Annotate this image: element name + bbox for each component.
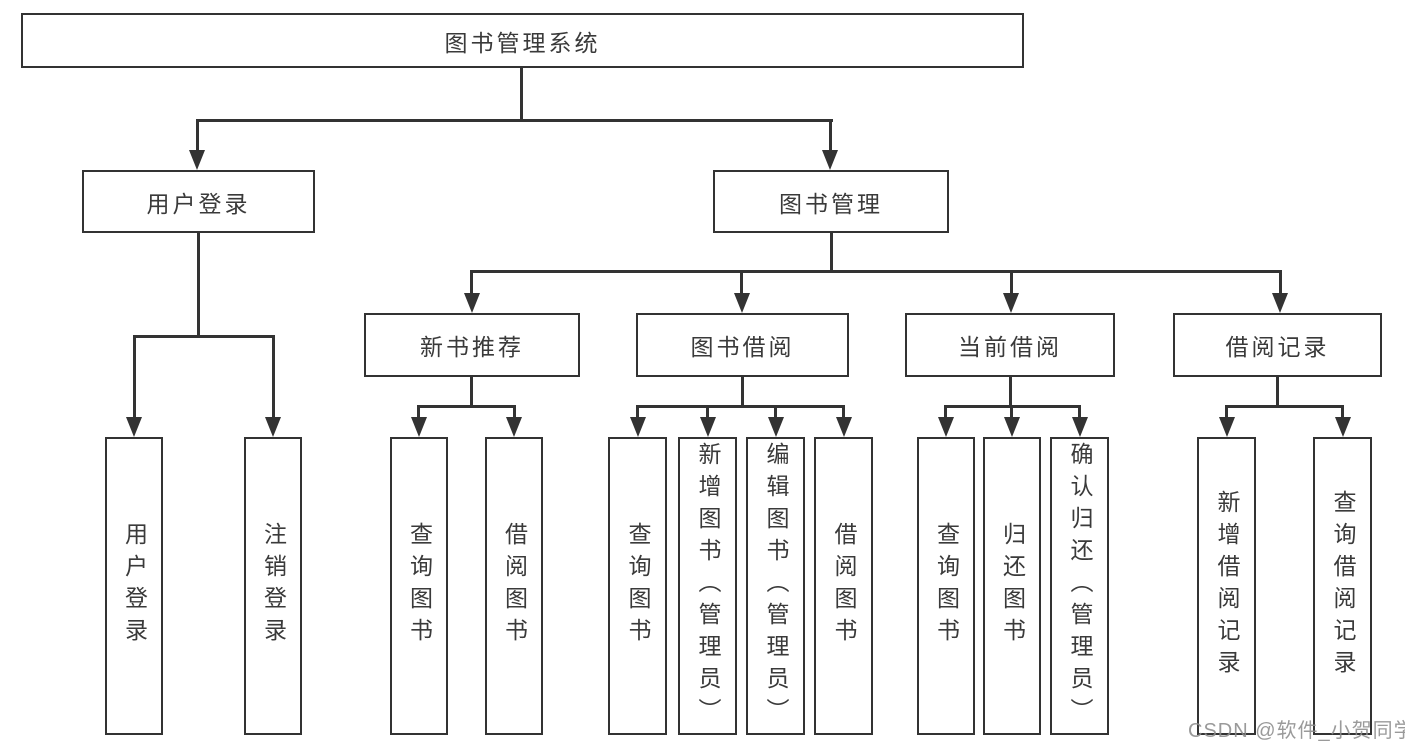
- arrowhead-down-icon: [1272, 293, 1288, 313]
- connector-line: [1010, 270, 1013, 295]
- connector-line: [829, 119, 832, 152]
- leaf-borrow-books-recommendation: 借阅图书: [485, 437, 543, 735]
- leaf-label: 用户登录: [121, 522, 148, 650]
- node-user-login: 用户登录: [82, 170, 315, 233]
- node-label: 新书推荐: [420, 334, 524, 360]
- arrowhead-down-icon: [734, 293, 750, 313]
- arrowhead-down-icon: [1335, 417, 1351, 437]
- node-book-management: 图书管理: [713, 170, 949, 233]
- arrowhead-down-icon: [1004, 417, 1020, 437]
- connector-line: [272, 335, 275, 419]
- watermark-text: CSDN @软件_小贺同学: [1188, 720, 1405, 742]
- leaf-query-borrow-record: 查询借阅记录: [1313, 437, 1372, 735]
- connector-line: [133, 335, 275, 338]
- arrowhead-down-icon: [464, 293, 480, 313]
- connector-line: [1341, 405, 1344, 419]
- node-current-borrowing: 当前借阅: [905, 313, 1115, 377]
- leaf-label: 新增借阅记录: [1214, 490, 1240, 682]
- connector-line: [417, 405, 420, 419]
- leaf-edit-book-admin: 编辑图书（管理员）: [746, 437, 805, 735]
- connector-line: [636, 405, 639, 419]
- arrowhead-down-icon: [265, 417, 281, 437]
- arrowhead-down-icon: [836, 417, 852, 437]
- connector-line: [944, 405, 947, 419]
- connector-line: [417, 405, 516, 408]
- connector-line: [470, 270, 473, 295]
- node-label: 图书管理: [779, 190, 883, 217]
- connector-line: [470, 270, 1282, 273]
- connector-line: [1078, 405, 1081, 419]
- leaf-confirm-return-admin: 确认归还（管理员）: [1050, 437, 1109, 735]
- leaf-add-borrow-record: 新增借阅记录: [1197, 437, 1256, 735]
- leaf-return-books: 归还图书: [983, 437, 1041, 735]
- leaf-query-books-recommendation: 查询图书: [390, 437, 448, 735]
- connector-line: [1225, 405, 1228, 419]
- leaf-query-books-current: 查询图书: [917, 437, 975, 735]
- connector-line: [842, 405, 845, 419]
- connector-line: [774, 405, 777, 419]
- node-label: 用户登录: [146, 190, 251, 217]
- leaf-logout: 注销登录: [244, 437, 302, 735]
- arrowhead-down-icon: [822, 150, 838, 170]
- arrowhead-down-icon: [1003, 293, 1019, 313]
- leaf-label: 借阅图书: [501, 522, 528, 650]
- connector-line: [520, 68, 523, 122]
- connector-line: [1276, 377, 1279, 408]
- node-library-management-system: 图书管理系统: [21, 13, 1024, 68]
- leaf-label: 编辑图书（管理员）: [763, 442, 789, 730]
- arrowhead-down-icon: [1072, 417, 1088, 437]
- node-label: 图书管理系统: [444, 29, 601, 56]
- arrowhead-down-icon: [630, 417, 646, 437]
- leaf-label: 查询借阅记录: [1330, 490, 1356, 682]
- connector-line: [196, 119, 833, 122]
- leaf-label: 借阅图书: [831, 522, 857, 650]
- connector-line: [196, 119, 199, 152]
- leaf-label: 查询图书: [406, 522, 433, 650]
- connector-line: [1010, 405, 1013, 419]
- node-borrowing-records: 借阅记录: [1173, 313, 1382, 377]
- arrowhead-down-icon: [1219, 417, 1235, 437]
- connector-line: [1225, 405, 1344, 408]
- arrowhead-down-icon: [506, 417, 522, 437]
- connector-line: [197, 233, 200, 338]
- node-label: 当前借阅: [958, 334, 1062, 360]
- connector-line: [1279, 270, 1282, 295]
- arrowhead-down-icon: [938, 417, 954, 437]
- connector-line: [740, 270, 743, 295]
- arrowhead-down-icon: [768, 417, 784, 437]
- leaf-label: 查询图书: [933, 522, 960, 650]
- connector-line: [636, 405, 845, 408]
- node-label: 借阅记录: [1225, 334, 1330, 360]
- connector-line: [741, 377, 744, 408]
- arrowhead-down-icon: [700, 417, 716, 437]
- leaf-add-book-admin: 新增图书（管理员）: [678, 437, 737, 735]
- connector-line: [513, 405, 516, 419]
- leaf-label: 新增图书（管理员）: [695, 442, 721, 730]
- leaf-label: 查询图书: [625, 522, 651, 650]
- leaf-query-books-borrowing: 查询图书: [608, 437, 667, 735]
- arrowhead-down-icon: [189, 150, 205, 170]
- connector-line: [830, 233, 833, 273]
- connector-line: [133, 335, 136, 419]
- node-book-borrowing: 图书借阅: [636, 313, 849, 377]
- leaf-label: 注销登录: [260, 522, 287, 650]
- leaf-label: 归还图书: [999, 522, 1026, 650]
- leaf-user-login: 用户登录: [105, 437, 163, 735]
- connector-line: [706, 405, 709, 419]
- arrowhead-down-icon: [126, 417, 142, 437]
- leaf-label: 确认归还（管理员）: [1067, 442, 1093, 730]
- connector-line: [470, 377, 473, 408]
- arrowhead-down-icon: [411, 417, 427, 437]
- node-new-book-recommendation: 新书推荐: [364, 313, 580, 377]
- leaf-borrow-books-borrowing: 借阅图书: [814, 437, 873, 735]
- node-label: 图书借阅: [690, 334, 795, 360]
- connector-line: [1009, 377, 1012, 408]
